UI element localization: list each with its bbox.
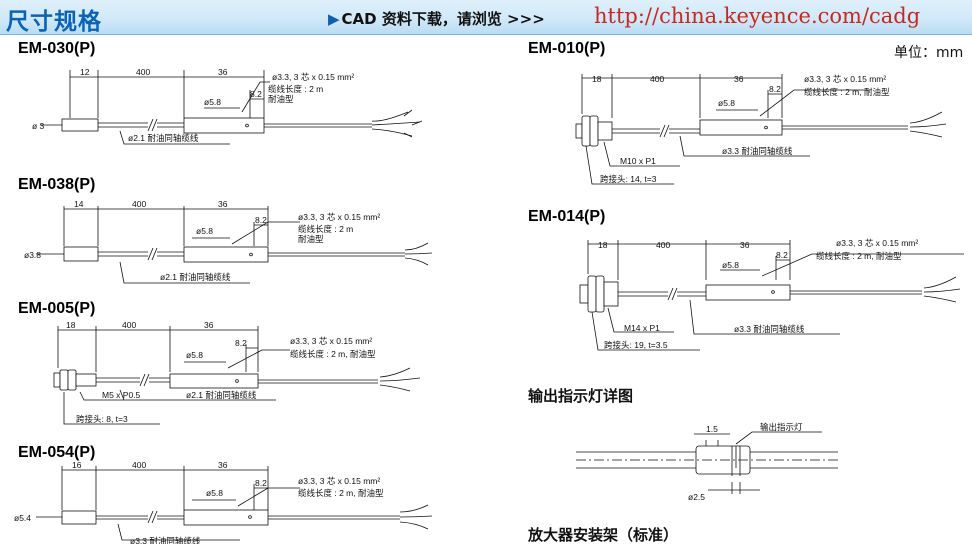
cable-spec-line: ø3.3, 3 芯 x 0.15 mm² [836,238,918,248]
bracket-heading: 放大器安装架（标准） [528,526,679,544]
cable-spec-line: ø3.3, 3 芯 x 0.15 mm² [290,336,372,346]
head-diameter-label: ø 3 [32,121,45,131]
coax-label: ø3.3 耐油同轴缆线 [130,536,201,544]
drawing-em005 [53,326,421,425]
model-title-em054: EM-054(P) [18,444,96,461]
coax-label: ø3.3 耐油同轴缆线 [722,146,793,156]
cable-spec-line: 耐油型 [268,94,294,104]
dim-label: 8.2 [255,478,267,488]
cad-download-link[interactable]: ▶CAD 资料下载，请浏览 >>> [328,8,545,29]
drawing-em030 [40,70,423,145]
dim-label: 36 [740,240,750,250]
dim-label: 400 [132,460,146,470]
dim-label: 8.2 [776,250,788,260]
indicator-label: 输出指示灯 [760,422,803,432]
dim-label: 18 [598,240,608,250]
coax-label: ø2.1 耐油同轴缆线 [160,272,231,282]
body-diameter-label: ø5.8 [186,350,203,360]
body-diameter-label: ø5.8 [206,488,223,498]
nut-label: 跨接头: 14, t=3 [600,174,657,184]
dim-label: 8.2 [250,89,262,99]
dim-label: 36 [734,74,744,84]
dim-label: 14 [74,199,84,209]
dim-label: 36 [218,460,228,470]
drawing-em010 [575,74,947,185]
cable-spec-line: ø3.3, 3 芯 x 0.15 mm² [298,212,380,222]
model-title-em014: EM-014(P) [528,208,606,225]
cable-spec-line: 缆线长度 : 2 m, 耐油型 [290,349,376,359]
dim-label: 16 [72,460,82,470]
indicator-dim-bottom: ø2.5 [688,492,705,502]
head-diameter-label: ø3.8 [24,250,41,260]
body-diameter-label: ø5.8 [204,97,221,107]
thread-label: M14 x P1 [624,323,660,333]
dim-label: 36 [218,199,228,209]
body-diameter-label: ø5.8 [196,226,213,236]
cable-spec-line: 缆线长度 : 2 m, 耐油型 [816,251,902,261]
dim-label: 18 [592,74,602,84]
coax-label: ø2.1 耐油同轴缆线 [128,133,199,143]
cable-spec-line: 缆线长度 : 2 m [298,224,353,234]
cable-spec-line: ø3.3, 3 芯 x 0.15 mm² [272,72,354,82]
dim-label: 8.2 [769,84,781,94]
model-title-em005: EM-005(P) [18,300,96,317]
indicator-heading: 输出指示灯详图 [528,387,634,405]
unit-label: 单位：mm [894,45,964,61]
model-title-em030: EM-030(P) [18,40,96,57]
coax-label: ø3.3 耐油同轴缆线 [734,324,805,334]
indicator-dim-top: 1.5 [706,424,718,434]
dim-label: 400 [136,67,150,77]
page-title: 尺寸规格 [6,9,102,35]
drawing-em014 [579,240,964,351]
cable-spec-line: 缆线长度 : 2 m, 耐油型 [298,488,384,498]
drawing-em038 [36,206,433,284]
cable-spec-line: 缆线长度 : 2 m [268,84,323,94]
dim-label: 12 [80,67,90,77]
dim-label: 18 [66,320,76,330]
body-diameter-label: ø5.8 [718,98,735,108]
dim-label: 8.2 [255,215,267,225]
thread-label: M10 x P1 [620,156,656,166]
dim-label: 400 [650,74,664,84]
dim-label: 36 [204,320,214,330]
cable-spec-line: ø3.3, 3 芯 x 0.15 mm² [298,476,380,486]
cable-spec-line: 缆线长度 : 2 m, 耐油型 [804,87,890,97]
play-arrow-icon: ▶ [328,10,340,28]
dim-label: 400 [122,320,136,330]
head-diameter-label: ø5.4 [14,513,31,523]
cable-spec-line: ø3.3, 3 芯 x 0.15 mm² [804,74,886,84]
dim-label: 36 [218,67,228,77]
header-bar: 尺寸规格 ▶CAD 资料下载，请浏览 >>> http://china.keye… [0,0,972,35]
dim-label: 400 [132,199,146,209]
coax-label: ø2.1 耐油同轴缆线 [186,390,257,400]
drawing-em054 [36,466,433,541]
drawing-indicator-detail [576,431,838,494]
cable-spec-line: 耐油型 [298,234,324,244]
thread-label: M5 x P0.5 [102,390,141,400]
body-diameter-label: ø5.8 [722,260,739,270]
dim-label: 8.2 [235,338,247,348]
drawing-labels: 12 400 36 8.2 ø5.8 ø 3 ø3.3, 3 芯 x 0.15 … [14,67,918,544]
cad-download-text: CAD 资料下载，请浏览 >>> [341,10,545,28]
nut-label: 跨接头: 8, t=3 [76,414,128,424]
model-title-em038: EM-038(P) [18,176,96,193]
cad-url-link[interactable]: http://china.keyence.com/cadg [594,4,921,28]
nut-label: 跨接头: 19, t=3.5 [604,340,668,350]
model-title-em010: EM-010(P) [528,40,606,57]
dim-label: 400 [656,240,670,250]
